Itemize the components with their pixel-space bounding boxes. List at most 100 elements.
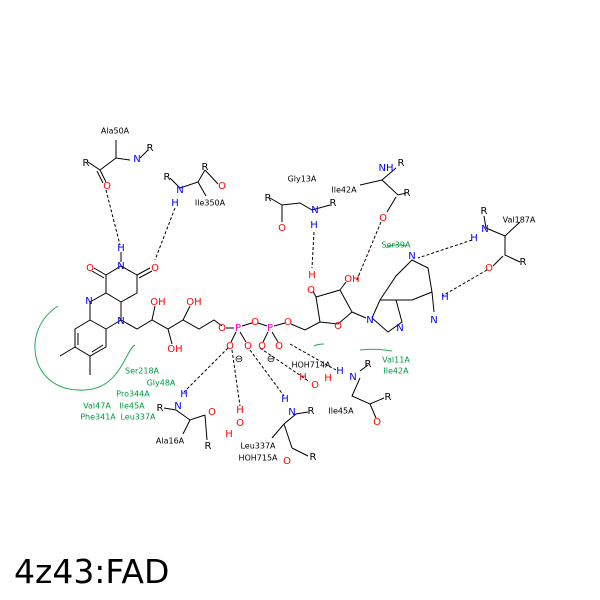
atom-label: R (481, 206, 488, 217)
bond (283, 423, 293, 449)
atom-label: OH (186, 297, 201, 308)
atom-label: R (385, 392, 392, 403)
atom-label: P (235, 323, 241, 334)
hydrophobic-arcs (34, 244, 407, 391)
bond (230, 331, 237, 343)
atom-label: OH (344, 274, 359, 285)
atom-label: N (430, 315, 437, 326)
diagram-title: 4z43:FAD (14, 552, 170, 591)
atom-label: O (485, 263, 493, 274)
atom-label: N (174, 401, 181, 412)
atom-label: N (311, 205, 318, 216)
atom-label: R (308, 406, 315, 417)
atom-label: N (85, 296, 92, 307)
atom-label: R (164, 172, 171, 183)
bond (241, 322, 253, 327)
atom-label: O (218, 323, 226, 334)
bond (379, 259, 433, 301)
atom-label: O (278, 223, 286, 234)
bond (369, 403, 377, 419)
atom-label: NH (379, 163, 394, 174)
bond (91, 270, 105, 279)
bond (290, 321, 321, 331)
atom-label: H (281, 394, 289, 405)
hydrogen-bond (417, 239, 473, 259)
atom-label: H (441, 292, 449, 303)
atom-label: H (236, 405, 244, 416)
bond (93, 267, 107, 276)
bond (291, 447, 309, 457)
atom-label: O (379, 213, 387, 224)
atom-label: Ile42A (383, 367, 409, 376)
bond (359, 364, 369, 372)
bond (492, 255, 504, 267)
bond (136, 267, 151, 276)
atom-label: R (265, 193, 272, 204)
hydrogen-bonds (105, 189, 488, 407)
bond (312, 290, 317, 298)
residue-ala50: Ala50A (101, 127, 130, 136)
residue-gly13: Gly13A (288, 175, 317, 184)
bond (182, 419, 191, 435)
atom-label: R (157, 403, 164, 414)
residue-ile350: Ile350A (195, 199, 226, 208)
bond (351, 377, 385, 405)
atom-label: H (308, 270, 316, 281)
atom-label: R (330, 198, 337, 209)
residue-val187: Val187A (503, 216, 536, 225)
hydrogen-bond (105, 189, 121, 246)
hydrogen-bond (289, 343, 337, 371)
atom-label: ⊖ (267, 354, 275, 365)
bond (381, 179, 407, 196)
bond (182, 305, 191, 321)
atom-label: H (336, 366, 344, 377)
atom-label: N (176, 185, 183, 196)
bond (163, 407, 206, 421)
atom-label: H (299, 372, 307, 383)
bond (271, 331, 279, 343)
atom-label: O (311, 380, 319, 391)
bond (96, 170, 104, 184)
atom-label: O (334, 321, 342, 332)
atom-label: R (365, 359, 372, 370)
atom-label: Phe341A (80, 413, 116, 422)
bond (91, 344, 104, 353)
atom-label: Ser218A (125, 367, 160, 376)
atom-label: O (226, 341, 234, 352)
bond (269, 197, 331, 211)
bond (273, 322, 286, 327)
atom-label: H (225, 429, 233, 440)
bond (74, 319, 107, 357)
atom-label: N (288, 407, 295, 418)
atom-label: N (396, 323, 403, 334)
hydrophobic-arc-flavin (34, 305, 136, 391)
bond (504, 236, 521, 263)
atom-label: O (284, 317, 292, 328)
atom-label: N (133, 154, 140, 165)
bond (386, 196, 397, 213)
atom-label: N (117, 261, 124, 272)
bond (351, 311, 367, 319)
hydrophobic-arc-ser39 (385, 244, 407, 249)
hydrophobic-labels: Ser39A Val11A Ile42A Ser218A Gly48A Pro3… (80, 241, 411, 422)
residue-labels: Ala50A Ile350A Gly13A Ile42A Val187A HOH… (101, 127, 536, 463)
atom-label: P (267, 323, 273, 334)
hydrogen-bond (231, 349, 241, 407)
atom-label: OH (167, 344, 182, 355)
atom-label: N (408, 251, 415, 262)
atom-label: R (83, 158, 90, 169)
hydrogen-bond (311, 231, 315, 269)
atom-label: H (470, 233, 478, 244)
bond (339, 281, 347, 291)
bond (483, 215, 521, 237)
atom-label: O (218, 181, 226, 192)
atom-label: H (324, 373, 332, 384)
bond (151, 305, 156, 321)
residue-hoh715: HOH715A (238, 454, 278, 463)
bond (87, 157, 131, 171)
residue-leu337: Leu337A (240, 442, 276, 451)
atom-label: O (236, 418, 244, 429)
atom-label: O (251, 317, 259, 328)
